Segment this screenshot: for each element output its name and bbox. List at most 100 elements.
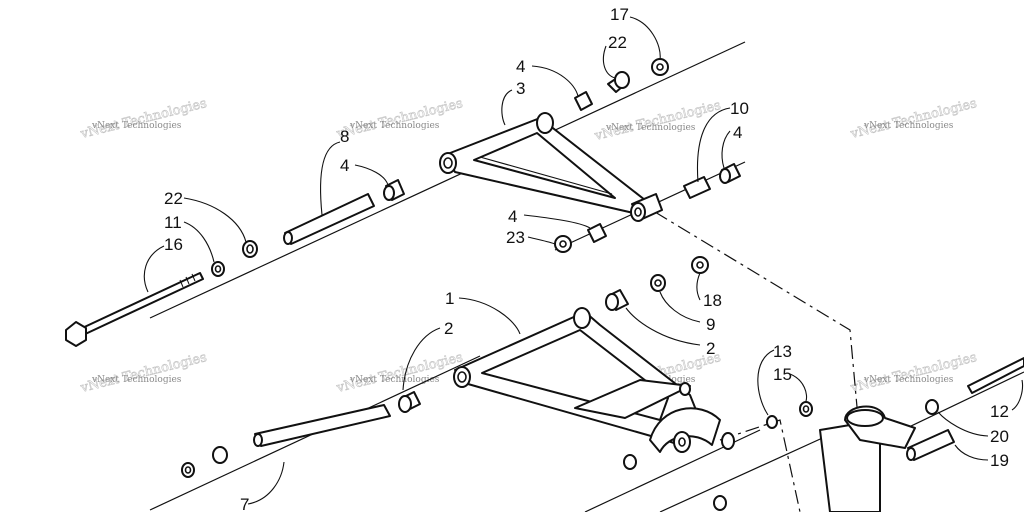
watermark-text-6: vNext Technologies (349, 375, 440, 385)
callout-labels: 17 22 4 3 8 4 22 11 16 10 4 4 23 1 2 18 … (164, 5, 1009, 512)
leader-4-lower (523, 214, 591, 229)
watermark-4: vNext Technologies vNext Technologies (848, 96, 979, 143)
leader-4-right (721, 130, 731, 169)
leader-22-top (602, 45, 616, 79)
leader-19 (954, 444, 989, 461)
part-2-upper-bushing-face (605, 293, 619, 311)
callout-1: 1 (445, 289, 454, 308)
frame-mount-cap (846, 409, 884, 427)
part-22-top-washer-face (614, 71, 630, 89)
lower-a-arm-front-bore (678, 437, 686, 447)
watermark-8: vNext Technologies vNext Technologies (848, 350, 979, 397)
part-8-shaft-end (283, 231, 293, 245)
callout-17: 17 (610, 5, 629, 24)
part-18-nut-bore (696, 261, 704, 269)
part-4-lower-bushing (587, 223, 607, 243)
leader-13 (757, 349, 775, 416)
callout-2-right: 2 (706, 339, 715, 358)
upper-rear-axis (149, 41, 746, 319)
leader-20 (937, 411, 989, 437)
watermark-3: vNext Technologies vNext Technologies (592, 98, 723, 145)
lower-hardware (181, 256, 813, 511)
leader-1 (458, 297, 521, 335)
lower-left-washer (212, 446, 228, 464)
leader-lines (143, 16, 1024, 505)
leader-23 (527, 236, 556, 245)
dash-line-upper (654, 211, 861, 441)
part-22-left-washer-bore (246, 244, 254, 254)
leader-8 (320, 141, 341, 216)
callout-12: 12 (990, 402, 1009, 421)
watermark-text-1: vNext Technologies (91, 121, 182, 131)
frame-assembly (819, 357, 1024, 512)
watermark-outline-1: vNext Technologies (78, 96, 208, 142)
upper-a-arm-web (473, 132, 616, 199)
callout-9: 9 (706, 315, 715, 334)
part-7-shaft (254, 404, 391, 447)
part-4-left-bushing-face (383, 185, 395, 201)
part-15-nut-bore (802, 405, 810, 413)
watermark-outline-5: vNext Technologies (78, 350, 208, 396)
part-20-washer (925, 399, 939, 415)
part-16-thread-3 (191, 273, 196, 282)
upper-a-arm-front-bore (634, 207, 642, 217)
part-7-shaft-end (253, 433, 263, 447)
callout-22-left: 22 (164, 189, 183, 208)
callout-8: 8 (340, 127, 349, 146)
callout-20: 20 (990, 427, 1009, 446)
watermark-outline-6: vNext Technologies (334, 350, 464, 396)
leader-12 (1011, 379, 1024, 411)
upper-a-arm-web-edge (479, 156, 613, 195)
dash-line-lower (719, 419, 801, 512)
watermark-1: vNext Technologies vNext Technologies (78, 96, 209, 143)
callout-4-lower: 4 (508, 207, 517, 226)
leader-11 (183, 221, 215, 263)
watermark-outline-4: vNext Technologies (848, 96, 978, 142)
part-17-nut-bore (656, 63, 664, 71)
callout-4-top: 4 (516, 57, 525, 76)
part-16-thread-1 (179, 279, 184, 288)
callout-4-right: 4 (733, 123, 742, 142)
bottom-washer (623, 454, 637, 470)
upper-a-arm-rear-bore (443, 157, 453, 169)
leader-3 (501, 89, 513, 126)
part-13-lock-washer (766, 415, 778, 429)
upper-a-arm (439, 112, 663, 222)
callout-22-top: 22 (608, 33, 627, 52)
part-10-sleeve (683, 176, 711, 199)
leader-18 (696, 272, 701, 301)
watermark-6: vNext Technologies vNext Technologies (334, 350, 465, 397)
part-16-bolt-head (65, 321, 87, 347)
callout-13: 13 (773, 342, 792, 361)
part-23-washer-bore (559, 240, 567, 248)
part-9-washer-bore (654, 279, 662, 287)
part-16-thread-2 (185, 276, 190, 285)
callout-15: 15 (773, 365, 792, 384)
leader-16 (143, 245, 165, 293)
lower-a-arm-bracket (679, 382, 691, 396)
leader-9 (659, 291, 701, 323)
watermark-text-8: vNext Technologies (863, 375, 954, 385)
upper-hardware (65, 58, 741, 347)
lower-left-washer-2-bore (184, 466, 192, 474)
part-11-washer-bore (214, 265, 222, 273)
callout-4-left: 4 (340, 156, 349, 175)
leader-4-left (354, 164, 389, 186)
watermark-outline-2: vNext Technologies (334, 96, 464, 142)
leader-17 (629, 16, 661, 61)
callout-7: 7 (240, 495, 249, 512)
part-19-pin-end (906, 447, 916, 461)
leader-2-left (402, 327, 441, 391)
watermark-text-4: vNext Technologies (863, 121, 954, 131)
part-2-left-bushing-face (398, 395, 412, 413)
leader-7 (247, 461, 285, 505)
callout-19: 19 (990, 451, 1009, 470)
part-4-top-bushing (574, 91, 593, 111)
lower-front-axis-2 (659, 429, 841, 512)
callout-16: 16 (164, 235, 183, 254)
lower-a-arm-shock-mount (649, 407, 721, 453)
callout-23: 23 (506, 228, 525, 247)
leader-22-left (183, 197, 247, 243)
